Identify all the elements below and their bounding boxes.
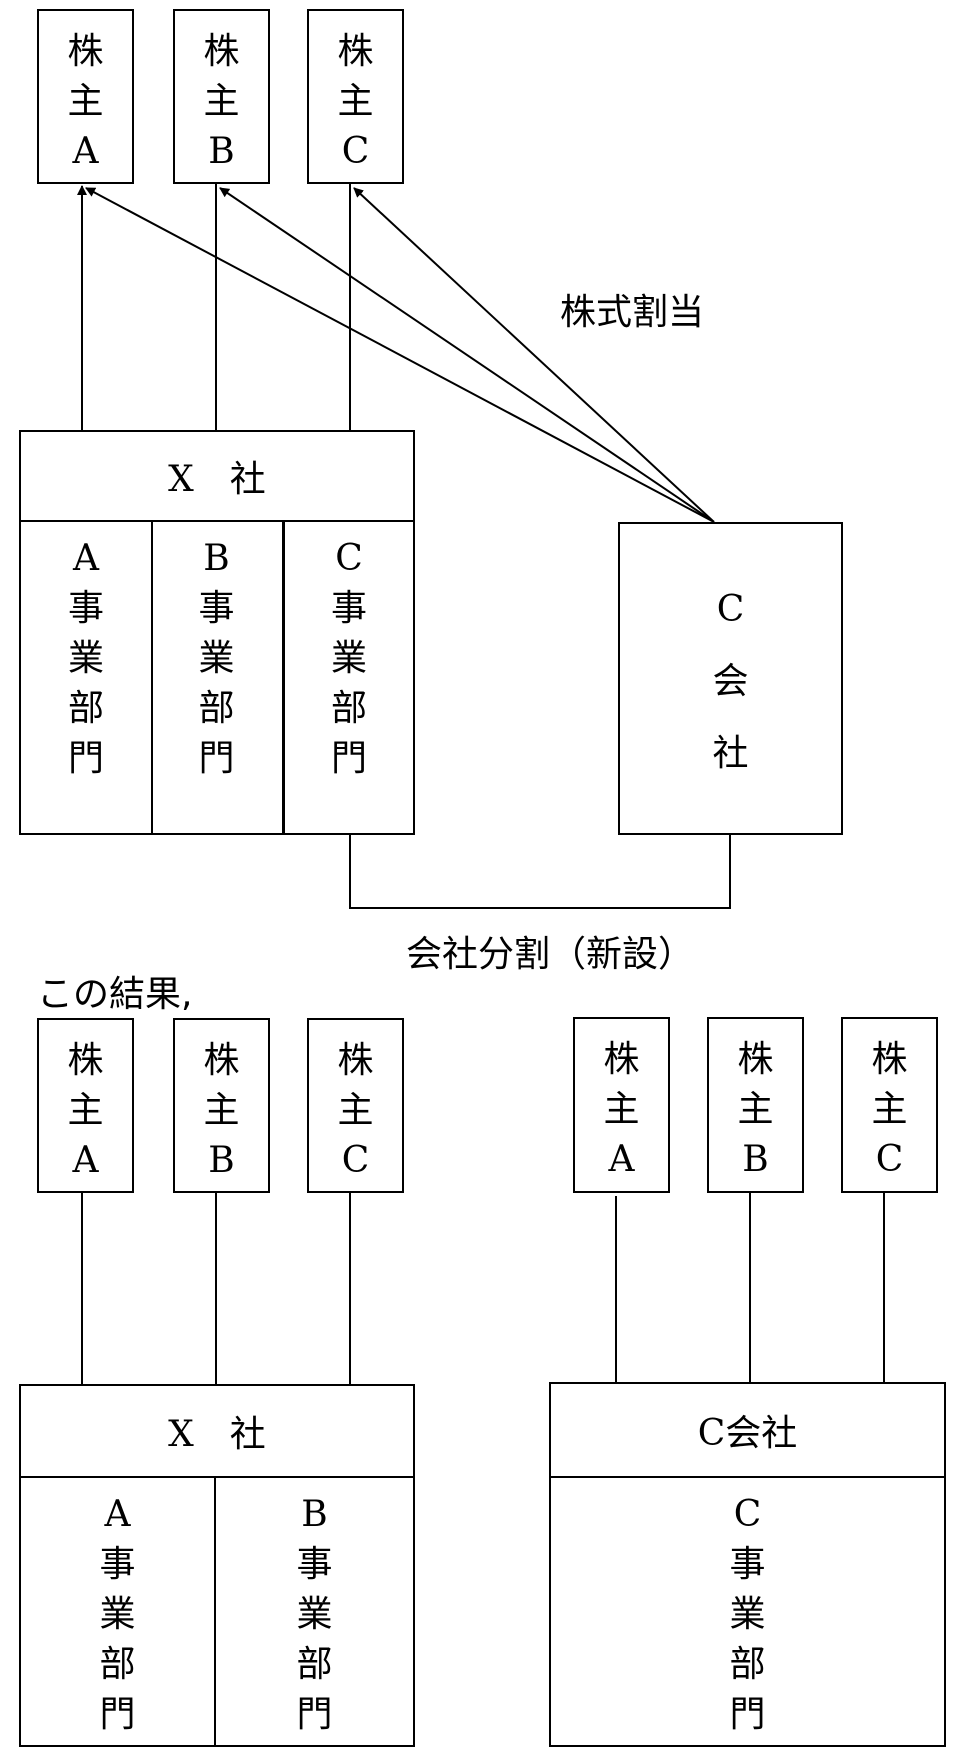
allocation-arrow-a [85,187,715,523]
after-company-c-box: C会社 C 事 業 部 門 [549,1382,946,1747]
shareholder-c-label: 株 主 C [337,31,374,172]
division-b: B 事 業 部 門 [151,520,285,833]
after-x-shareholder-a-box: 株 主 A [37,1018,134,1193]
share-allocation-label: 株式割当 [560,292,705,333]
after-division-b: B 事 業 部 門 [296,1494,333,1735]
company-x-title: X 社 [21,432,413,522]
after-company-x-title: X 社 [21,1386,413,1478]
shareholder-b-label: 株 主 B [203,31,240,172]
company-c-label: C 会 社 [712,589,749,774]
split-bracket [349,830,731,909]
shareholder-b-box: 株 主 B [173,9,270,184]
shareholder-a-box: 株 主 A [37,9,134,184]
after-x-shareholder-b-box: 株 主 B [173,1018,270,1193]
split-label: 会社分割（新設） [406,934,695,975]
allocation-arrow-c [353,187,715,523]
allocation-arrow-b [219,187,715,523]
after-x-shareholder-c-box: 株 主 C [307,1018,404,1193]
company-x-box: X 社 A 事 業 部 門 B 事 業 部 門 C 事 業 部 門 [19,430,415,835]
division-a: A 事 業 部 門 [21,520,153,833]
after-c-shareholder-a-box: 株 主 A [573,1017,670,1193]
after-company-x-box: X 社 A 事 業 部 門 B 事 業 部 門 [19,1384,415,1747]
company-c-box: C 会 社 [618,522,843,835]
after-company-c-title: C会社 [551,1384,944,1478]
after-c-shareholder-c-box: 株 主 C [841,1017,938,1193]
shareholder-c-box: 株 主 C [307,9,404,184]
after-division-a: A 事 業 部 門 [21,1476,216,1745]
after-c-shareholder-b-box: 株 主 B [707,1017,804,1193]
result-label: この結果, [37,974,193,1015]
division-c: C 事 業 部 門 [330,538,367,779]
after-division-c: C 事 業 部 門 [729,1494,766,1735]
shareholder-a-label: 株 主 A [67,31,104,172]
